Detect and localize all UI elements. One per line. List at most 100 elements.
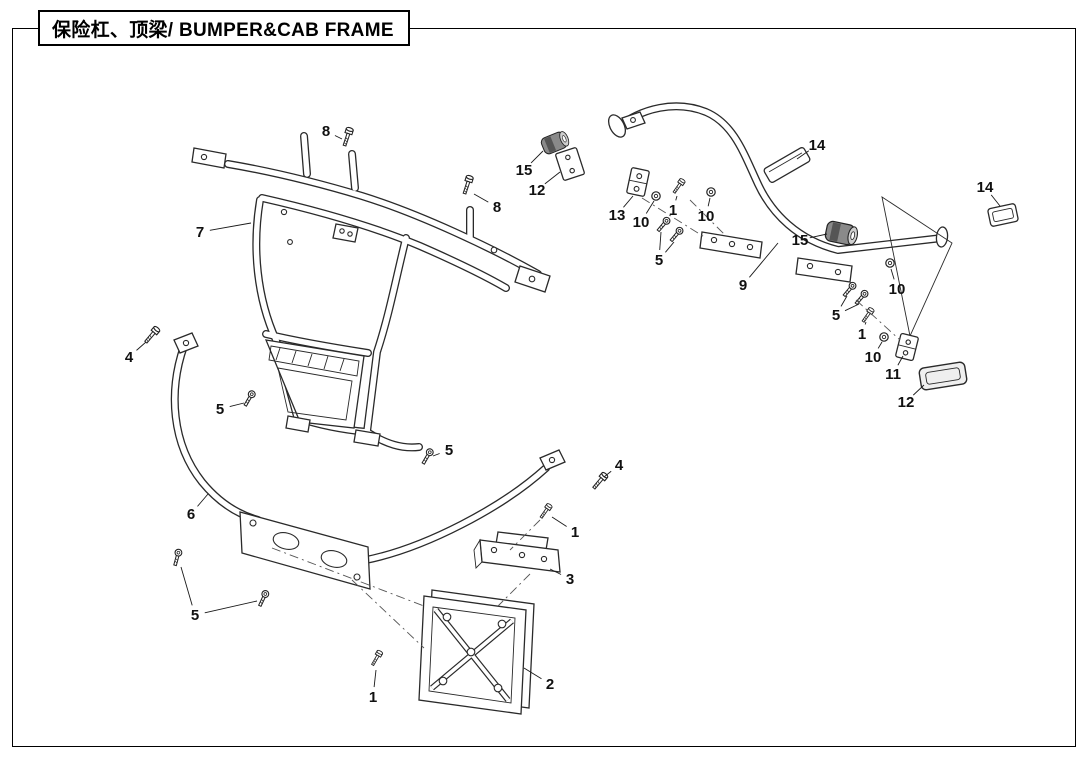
screw-5b — [419, 447, 435, 466]
part-number-5: 5 — [445, 442, 453, 459]
part-number-10: 10 — [633, 214, 650, 231]
screw-5d — [171, 547, 184, 567]
part-6-bumper — [170, 332, 566, 590]
part-number-10: 10 — [889, 281, 906, 298]
nut-10d — [879, 332, 889, 342]
part-number-5: 5 — [832, 307, 840, 324]
leader-line — [229, 402, 245, 408]
leader-line — [334, 135, 343, 140]
leader-line — [603, 470, 612, 478]
leader-line — [197, 493, 209, 507]
screw-5f — [668, 225, 685, 244]
leader-line — [136, 341, 147, 351]
leader-line — [549, 568, 562, 575]
part-15-bushing-right — [823, 219, 860, 248]
part-number-2: 2 — [546, 676, 554, 693]
screw-5a — [241, 389, 257, 408]
part-number-9: 9 — [739, 277, 747, 294]
part-number-1: 1 — [858, 326, 866, 343]
leader-line — [623, 195, 634, 208]
leader-line — [373, 669, 377, 688]
leader-line — [809, 233, 828, 239]
leader-line — [665, 241, 675, 253]
leader-line — [544, 171, 561, 185]
leader-line — [912, 384, 925, 396]
part-number-5: 5 — [655, 252, 663, 269]
part-number-6: 6 — [187, 506, 195, 523]
leader-line — [707, 197, 711, 207]
part-number-1: 1 — [669, 202, 677, 219]
part-number-15: 15 — [516, 162, 533, 179]
leader-line — [645, 200, 655, 214]
leader-line — [473, 193, 489, 203]
assembly-guides — [271, 197, 901, 649]
bolt-8a — [340, 126, 355, 148]
part-number-1: 1 — [369, 689, 377, 706]
part-9-rear-tube — [607, 102, 953, 338]
part-number-14: 14 — [809, 137, 826, 154]
leader-line — [877, 341, 883, 349]
bolt-8b — [460, 174, 475, 196]
nut-10a — [651, 191, 661, 201]
screw-5h — [853, 288, 870, 307]
title-box: 保险杠、顶梁/ BUMPER&CAB FRAME — [38, 10, 410, 46]
leader-line — [749, 242, 779, 278]
part-14-reflector-left — [763, 147, 811, 183]
nut-10b — [706, 187, 716, 197]
leader-line — [551, 516, 567, 527]
radiator-panel — [264, 339, 365, 429]
part-number-8: 8 — [322, 123, 330, 140]
screw-5c — [256, 588, 271, 608]
part-14-reflector-right — [987, 203, 1019, 227]
leader-line — [890, 268, 895, 280]
bolt-1c — [369, 649, 384, 667]
leader-line — [844, 303, 860, 312]
part-number-4: 4 — [615, 457, 624, 474]
part-number-7: 7 — [196, 224, 204, 241]
leader-line — [659, 231, 662, 251]
leader-line — [796, 150, 810, 160]
part-3-bracket — [473, 531, 561, 573]
part-number-14: 14 — [977, 179, 994, 196]
part-number-1: 1 — [571, 524, 579, 541]
bolt-1b — [538, 502, 554, 520]
bolt-4a — [142, 324, 162, 345]
part-number-10: 10 — [698, 208, 715, 225]
bumper-plate — [239, 511, 371, 590]
leader-line — [897, 355, 904, 366]
leader-line — [180, 566, 193, 606]
part-number-11: 11 — [885, 366, 901, 383]
part-7-cab-frame — [191, 132, 551, 452]
part-number-5: 5 — [191, 607, 199, 624]
leader-line — [864, 321, 867, 325]
nut-10c — [885, 258, 895, 268]
screw-5g — [841, 280, 858, 299]
part-12-plate-left — [555, 147, 585, 181]
part-number-12: 12 — [529, 182, 546, 199]
part-number-12: 12 — [898, 394, 915, 411]
part-12-reflector-bottom — [918, 361, 968, 391]
part-number-10: 10 — [865, 349, 882, 366]
leader-line — [675, 195, 678, 201]
part-number-15: 15 — [792, 232, 809, 249]
leader-line — [204, 600, 258, 614]
leader-line — [432, 453, 440, 457]
part-13-bracket — [626, 167, 650, 197]
bolt-4b — [590, 470, 610, 491]
part-number-13: 13 — [609, 207, 626, 224]
part-number-4: 4 — [125, 349, 134, 366]
leader-line — [523, 667, 542, 680]
page-title: 保险杠、顶梁/ BUMPER&CAB FRAME — [52, 19, 394, 41]
part-number-3: 3 — [566, 571, 574, 588]
leader-line — [840, 295, 848, 307]
part-11-bracket — [895, 332, 919, 362]
part-number-5: 5 — [216, 401, 224, 418]
part-2-plate-bracket — [418, 589, 535, 715]
part-number-8: 8 — [493, 199, 501, 216]
leader-line — [990, 194, 1001, 207]
bolt-1a — [671, 177, 687, 195]
leader-line — [530, 150, 544, 164]
